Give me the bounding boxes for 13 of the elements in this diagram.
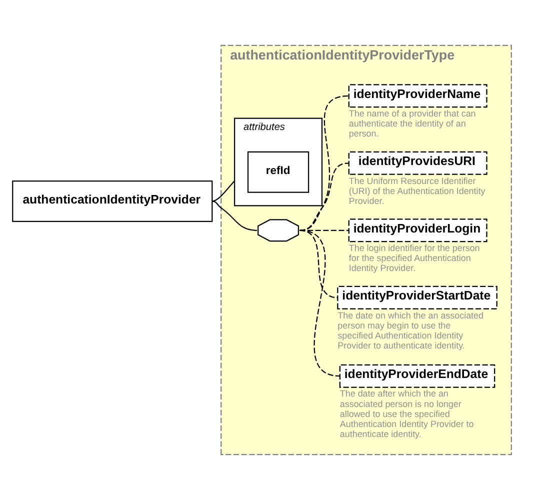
connector bbox=[212, 180, 235, 202]
node-label: The date after which the an associated person is no longer allowed to use the specified Authentication Identity Provider to authenticate identity. bbox=[340, 388, 474, 440]
connector bbox=[300, 230, 349, 231]
connector bbox=[212, 200, 257, 231]
node-box: refId bbox=[247, 151, 310, 193]
node-label: The login identifier for the person for the specified Authentication Identity Provider. bbox=[348, 243, 480, 274]
connector bbox=[300, 162, 349, 231]
node-octagon bbox=[258, 219, 299, 242]
node-label: The date on which the an associated person may begin to use the specified Authentication Identity Provider to authenticate identity. bbox=[338, 310, 484, 351]
node-label: The Uniform Resource Identifier (URI) of the Authentication Identity Provider. bbox=[348, 176, 486, 206]
node-box: authenticationIdentityProvider bbox=[12, 180, 213, 222]
connector bbox=[300, 95, 349, 231]
node-label: The name of a provider that can authenticate the identity of an person. bbox=[348, 108, 476, 139]
